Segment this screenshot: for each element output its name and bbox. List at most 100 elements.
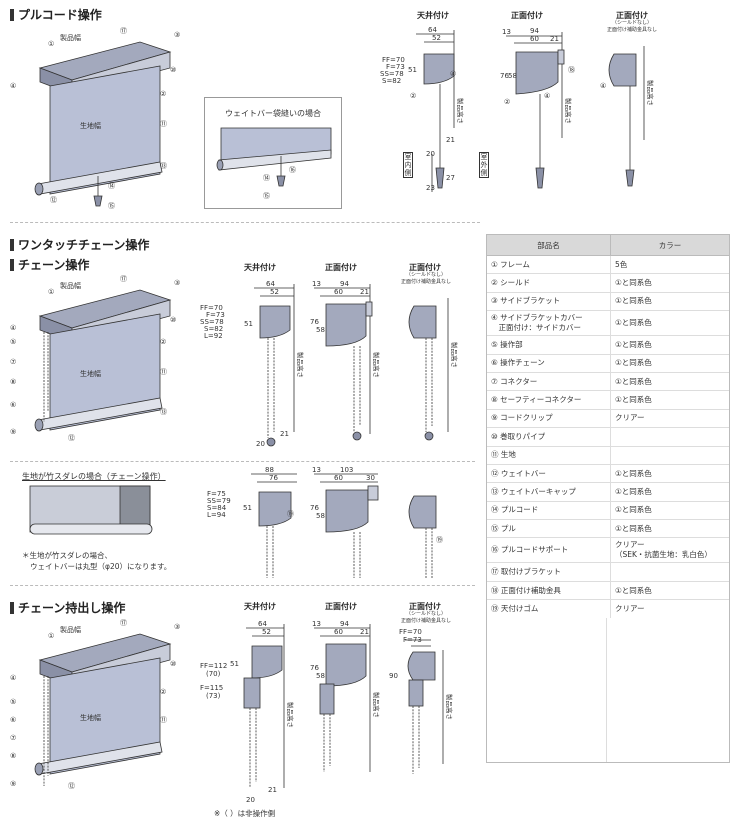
parts-table-filler <box>606 617 729 762</box>
part-color: ①と同系色 <box>610 463 729 483</box>
part-name: ⑲ 天付けゴム <box>487 599 611 618</box>
svg-text:製品高さ: 製品高さ <box>564 98 573 124</box>
part-name: ⑪ 生地 <box>487 445 611 465</box>
svg-text:20: 20 <box>426 150 435 158</box>
svg-text:②: ② <box>160 338 166 346</box>
svg-text:60: 60 <box>334 288 343 296</box>
svg-text:⑪: ⑪ <box>160 368 167 376</box>
part-color: ①と同系色 <box>610 371 729 391</box>
view-label-front: 正面付け <box>511 11 543 20</box>
bamboo-blind-illustration <box>29 485 153 535</box>
table-row: ⑲ 天付けゴムクリアー <box>487 599 729 618</box>
part-color: 5色 <box>610 254 729 274</box>
svg-text:F=75: F=75 <box>207 490 226 498</box>
part-color: ①と同系色 <box>610 335 729 355</box>
svg-text:60: 60 <box>334 474 343 482</box>
svg-text:②: ② <box>504 98 510 106</box>
svg-text:51: 51 <box>243 504 252 512</box>
fabric-width-label: 生地幅 <box>80 713 101 722</box>
svg-text:⑨: ⑨ <box>10 428 16 436</box>
svg-text:94: 94 <box>530 27 539 35</box>
svg-text:⑲: ⑲ <box>436 536 443 544</box>
svg-text:製品高さ: 製品高さ <box>372 692 381 718</box>
part-name: ⑥ 操作チェーン <box>487 353 611 373</box>
svg-text:58: 58 <box>316 326 325 334</box>
svg-text:(70): (70) <box>206 670 221 678</box>
section-title-chain-extended: チェーン持出し操作 <box>10 599 125 616</box>
svg-text:⑮: ⑮ <box>108 202 115 210</box>
svg-text:②: ② <box>160 90 166 98</box>
part-name: ⑦ コネクター <box>487 371 611 391</box>
svg-text:51: 51 <box>408 66 417 74</box>
part-name: ⑱ 正面付け補助金具 <box>487 580 611 600</box>
section-title-one-touch-chain: ワンタッチチェーン操作 <box>10 236 149 253</box>
part-color: クリアー <box>610 599 729 618</box>
svg-text:21: 21 <box>550 35 559 43</box>
parts-header-color: カラー <box>610 235 729 256</box>
svg-text:製品高さ: 製品高さ <box>456 98 465 124</box>
svg-text:⑲: ⑲ <box>287 510 294 518</box>
svg-text:⑯: ⑯ <box>289 166 296 174</box>
pull-cord-front-noshield-section: 製品高さ ④ <box>600 46 655 187</box>
svg-text:製品高さ: 製品高さ <box>296 352 305 378</box>
bamboo-note: ウェイトバーは丸型（φ20）になります。 <box>30 562 172 571</box>
bamboo-title: 生地が竹スダレの場合（チェーン操作） <box>22 472 166 481</box>
svg-text:④: ④ <box>10 82 16 90</box>
part-name: ⑯ プルコードサポート <box>487 537 611 563</box>
svg-text:⑧: ⑧ <box>10 752 16 760</box>
bamboo-note: ＊生地が竹スダレの場合、 <box>22 551 112 560</box>
table-row: ⑨ コードクリップクリアー <box>487 408 729 428</box>
part-name: ⑤ 操作部 <box>487 335 611 355</box>
part-name: ① フレーム <box>487 254 611 274</box>
svg-text:⑤: ⑤ <box>10 338 16 346</box>
svg-text:①: ① <box>48 40 54 48</box>
view-label-ceiling: 天井付け <box>244 263 276 272</box>
svg-text:51: 51 <box>244 320 253 328</box>
svg-text:製品高さ: 製品高さ <box>646 80 655 106</box>
svg-text:FF=70: FF=70 <box>200 304 223 312</box>
svg-text:58: 58 <box>316 512 325 520</box>
svg-text:⑫: ⑫ <box>68 434 75 442</box>
svg-text:76: 76 <box>310 504 319 512</box>
part-name: ④ サイドブラケットカバー 正面付け：サイドカバー <box>487 310 611 336</box>
part-color: ①と同系色 <box>610 580 729 600</box>
svg-text:FF=70: FF=70 <box>382 56 405 64</box>
svg-text:90: 90 <box>389 672 398 680</box>
section-divider <box>10 222 480 223</box>
svg-text:F=115: F=115 <box>200 684 223 692</box>
table-row: ⑩ 巻取りパイプ <box>487 427 729 447</box>
svg-text:⑰: ⑰ <box>120 619 127 627</box>
part-color: ①と同系色 <box>610 353 729 373</box>
svg-text:⑬: ⑬ <box>160 162 167 170</box>
svg-text:④: ④ <box>450 70 456 78</box>
svg-text:④: ④ <box>600 82 606 90</box>
footnote: ※（ ）は非操作側 <box>214 809 276 818</box>
bamboo-front-section: 13 103 60 30 76 58 <box>310 466 379 578</box>
part-color: ①と同系色 <box>610 519 729 538</box>
svg-text:21: 21 <box>268 786 277 794</box>
part-color: ①と同系色 <box>610 310 729 336</box>
view-label-ceiling: 天井付け <box>244 602 276 611</box>
svg-text:①: ① <box>48 632 54 640</box>
svg-text:⑮: ⑮ <box>263 192 270 200</box>
svg-text:⑭: ⑭ <box>263 174 270 182</box>
svg-text:製品高さ: 製品高さ <box>372 352 381 378</box>
svg-text:58: 58 <box>316 672 325 680</box>
svg-text:FF=70: FF=70 <box>399 628 422 636</box>
svg-text:21: 21 <box>360 628 369 636</box>
section-title-pull-cord: プルコード操作 <box>10 6 102 23</box>
part-color <box>610 445 729 465</box>
svg-text:F=73: F=73 <box>403 636 422 644</box>
svg-text:⑪: ⑪ <box>160 716 167 724</box>
part-name: ⑰ 取付けブラケット <box>487 562 611 582</box>
part-name: ⑭ プルコード <box>487 500 611 520</box>
svg-text:製品高さ: 製品高さ <box>450 342 459 368</box>
svg-text:76: 76 <box>310 664 319 672</box>
svg-text:SS=78: SS=78 <box>380 70 404 78</box>
svg-text:⑥: ⑥ <box>10 401 16 409</box>
